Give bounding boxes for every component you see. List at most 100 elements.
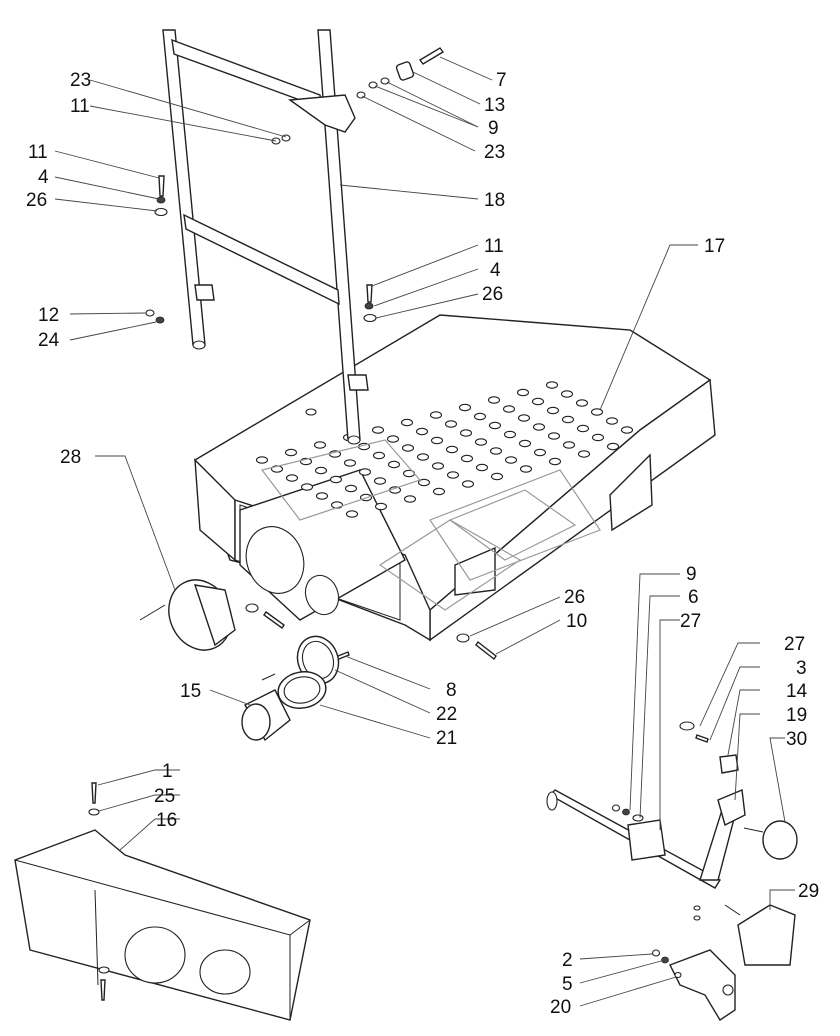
callout-17: 17 (704, 236, 725, 257)
callout-26: 26 (26, 190, 47, 211)
callout-3: 3 (796, 658, 807, 679)
deck-stud (503, 430, 517, 439)
deck-stud (373, 477, 387, 485)
deck-stud (429, 411, 443, 419)
brand-watermark (260, 439, 601, 611)
deck-stud (490, 472, 504, 481)
callout-4: 4 (38, 167, 49, 188)
deck-stud (620, 426, 634, 434)
callout-16: 16 (156, 810, 177, 831)
deck-stud (518, 439, 532, 448)
callout-11: 11 (484, 236, 504, 257)
deck-stud (417, 478, 431, 487)
callout-9: 9 (488, 118, 499, 139)
callout-11: 11 (70, 96, 90, 117)
deck-stud (533, 448, 547, 457)
bumper-cover (14, 782, 311, 1021)
callout-23: 23 (484, 142, 505, 163)
callout-12: 12 (38, 305, 59, 326)
deck-stud (461, 480, 475, 488)
deck-stud (488, 421, 502, 430)
deck-stud (545, 381, 559, 389)
callout-27: 27 (680, 611, 701, 632)
deck-stud (517, 414, 531, 422)
deck-stud (386, 435, 400, 443)
deck-stud (547, 432, 561, 440)
deck-stud (546, 406, 560, 415)
deck-stud (445, 445, 459, 454)
deck-stud (487, 396, 501, 404)
deck-stud (344, 484, 358, 493)
deck-stud (387, 460, 401, 469)
callout-29: 29 (798, 881, 819, 902)
deck-stud (502, 405, 516, 413)
step-platform (194, 314, 716, 642)
deck-stud (432, 487, 446, 496)
deck-stud (473, 412, 487, 421)
callout-9: 9 (686, 564, 697, 585)
deck-stud (358, 468, 372, 476)
deck-stud (489, 447, 503, 455)
callout-10: 10 (566, 611, 587, 632)
deck-stud (531, 397, 545, 406)
deck-stud (285, 474, 299, 482)
callout-27: 27 (784, 634, 805, 655)
deck-stud (374, 502, 388, 511)
leader-lines (54, 56, 795, 1007)
deck-stud (284, 448, 298, 457)
callout-20: 20 (550, 997, 571, 1018)
deck-stud (606, 442, 620, 451)
deck-stud (371, 426, 385, 434)
deck-stud (458, 403, 472, 412)
deck-stud (400, 418, 414, 427)
callout-23: 23 (70, 70, 91, 91)
ladder (162, 29, 369, 445)
deck-stud (314, 466, 328, 475)
callout-26: 26 (482, 284, 503, 305)
deck-stud (300, 483, 314, 491)
deck-stud (516, 388, 530, 397)
deck-stud (605, 417, 619, 425)
callout-22: 22 (436, 704, 457, 725)
callout-11: 11 (28, 142, 48, 163)
callout-18: 18 (484, 190, 505, 211)
callout-7: 7 (496, 70, 507, 91)
deck-stud (561, 415, 575, 424)
deck-stud (577, 450, 591, 458)
deck-stud (562, 441, 576, 449)
deck-stud (431, 462, 445, 470)
deck-stud (345, 510, 359, 518)
deck-stud (343, 459, 357, 467)
deck-stud (255, 456, 269, 464)
callout-19: 19 (786, 705, 807, 726)
callout-28: 28 (60, 447, 81, 468)
hardware (145, 47, 497, 662)
deck-stud (474, 438, 488, 446)
deck-stud (576, 424, 590, 433)
callout-26: 26 (564, 587, 585, 608)
callout-13: 13 (484, 95, 505, 116)
deck-stud (519, 465, 533, 473)
deck-stud (459, 429, 473, 437)
deck-stud (532, 423, 546, 431)
deck-stud (444, 420, 458, 428)
callout-14: 14 (786, 681, 808, 702)
deck-stud (416, 453, 430, 461)
retaining-ring-21 (277, 671, 327, 709)
deck-stud (315, 492, 329, 500)
deck-stud (591, 433, 605, 442)
deck-stud (560, 390, 574, 398)
deck-stud (430, 436, 444, 445)
deck-stud (446, 471, 460, 479)
deck-stud (548, 457, 562, 466)
lamp-bracket-assembly (546, 721, 798, 1021)
callout-2: 2 (562, 950, 573, 971)
deck-stud (401, 444, 415, 452)
deck-stud (313, 441, 327, 449)
work-lamp-15 (241, 673, 291, 742)
callout-4: 4 (490, 260, 501, 281)
deck-stud (590, 408, 604, 416)
deck-stud (415, 427, 429, 436)
callout-labels: 7 13 9 23 23 11 11 4 26 18 11 4 26 17 12… (26, 70, 819, 1018)
